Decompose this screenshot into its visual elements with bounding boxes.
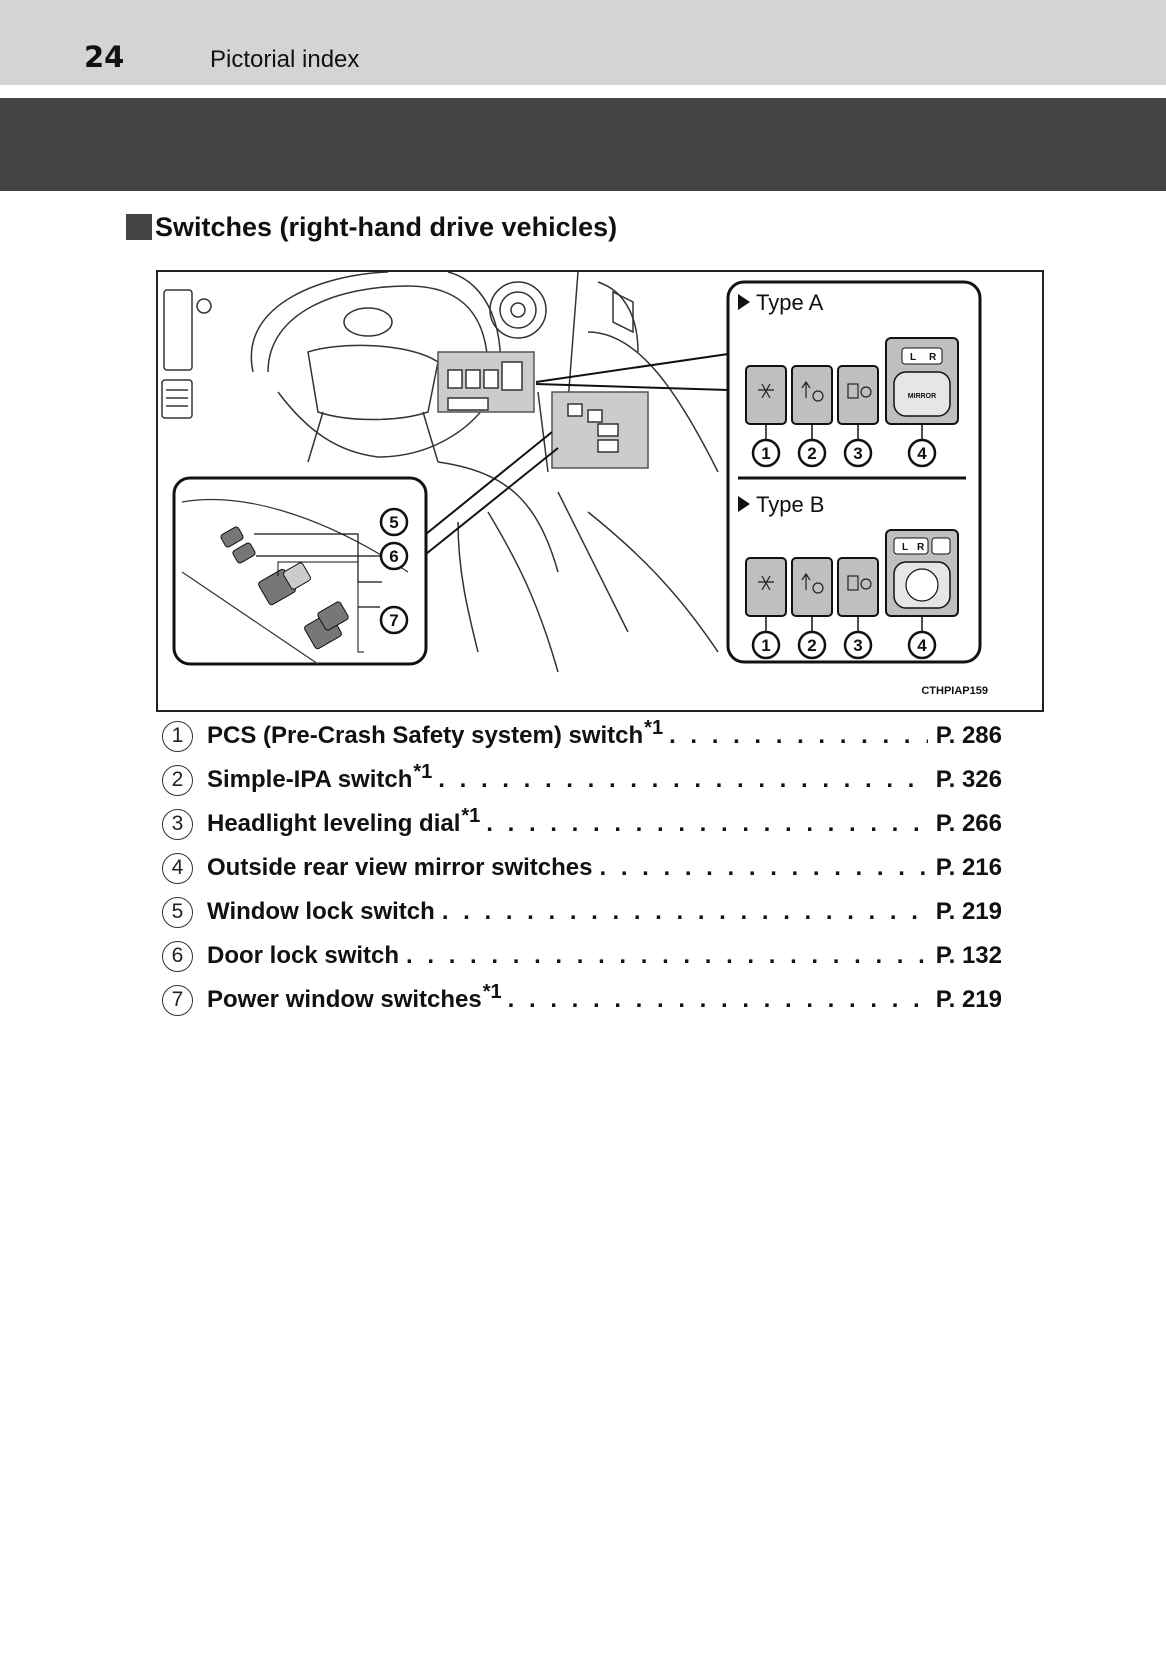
legend-num-6: 6 — [162, 940, 193, 972]
callout-b-3: 3 — [853, 636, 862, 655]
page-ref-2[interactable]: P. 326 — [935, 766, 1002, 793]
legend-num-5: 5 — [162, 896, 193, 928]
legend-label-1: PCS (Pre-Crash Safety system) switch*1 — [207, 717, 664, 749]
type-a-mirror-l: L — [910, 352, 916, 363]
header-bar — [0, 0, 1166, 85]
heading-square-icon — [126, 214, 152, 240]
callout-b-2: 2 — [807, 636, 816, 655]
page-ref-3[interactable]: P. 266 — [935, 810, 1002, 837]
callout-b-4: 4 — [917, 636, 927, 655]
illustration-svg: L R MIRROR L R — [161, 272, 988, 697]
legend-row-5: 5 Window lock switch . . . . . . . . . .… — [162, 890, 1002, 934]
legend-num-7: 7 — [162, 984, 193, 1016]
type-a-mirror-knob-label: MIRROR — [908, 393, 936, 400]
page-ref-5[interactable]: P. 219 — [935, 898, 1002, 925]
type-b-label: Type B — [756, 492, 824, 517]
switch-illustration: L R MIRROR L R — [156, 270, 1044, 712]
dot-leader: . . . . . . . . . . . . . . . . . . . . … — [438, 766, 927, 793]
type-b-mirror-l: L — [902, 542, 908, 553]
dot-leader: . . . . . . . . . . . . . . . . . . . . … — [669, 722, 928, 749]
dot-leader: . . . . . . . . . . . . . . . . . . . . … — [507, 986, 928, 1013]
legend-label-7: Power window switches*1 — [207, 981, 502, 1013]
callout-6: 6 — [389, 547, 398, 566]
callout-a-2: 2 — [807, 444, 816, 463]
legend-row-3: 3 Headlight leveling dial*1 . . . . . . … — [162, 802, 1002, 846]
dashboard-drawing — [161, 272, 719, 673]
type-b-switches — [745, 529, 959, 632]
callout-7: 7 — [389, 611, 398, 630]
page-ref-1[interactable]: P. 286 — [935, 722, 1002, 749]
legend-row-1: 1 PCS (Pre-Crash Safety system) switch*1… — [162, 714, 1002, 758]
dot-leader: . . . . . . . . . . . . . . . . . . . . … — [599, 854, 928, 881]
section-heading: Switches (right-hand drive vehicles) — [126, 210, 617, 244]
page-number: 24 — [84, 40, 125, 74]
dot-leader: . . . . . . . . . . . . . . . . . . . . … — [441, 898, 928, 925]
switch-legend: 1 PCS (Pre-Crash Safety system) switch*1… — [162, 714, 1002, 1022]
type-a-mirror-r: R — [929, 352, 937, 363]
dot-leader: . . . . . . . . . . . . . . . . . . . . … — [486, 810, 927, 837]
dot-leader: . . . . . . . . . . . . . . . . . . . . … — [406, 942, 928, 969]
legend-label-4: Outside rear view mirror switches — [207, 854, 593, 881]
door-switch-inset — [172, 476, 428, 666]
legend-label-6: Door lock switch — [207, 942, 400, 969]
heading-text: Switches (right-hand drive vehicles) — [155, 211, 618, 242]
page-ref-4[interactable]: P. 216 — [935, 854, 1002, 881]
callout-a-4: 4 — [917, 444, 927, 463]
legend-row-2: 2 Simple-IPA switch*1 . . . . . . . . . … — [162, 758, 1002, 802]
legend-row-6: 6 Door lock switch . . . . . . . . . . .… — [162, 934, 1002, 978]
type-b-mirror-r: R — [917, 542, 925, 553]
callout-5: 5 — [389, 513, 398, 532]
legend-num-2: 2 — [162, 764, 193, 796]
section-banner — [0, 98, 1166, 191]
type-a-switches — [745, 337, 959, 440]
callout-leaders — [425, 353, 729, 555]
callout-b-1: 1 — [761, 636, 770, 655]
callout-a-3: 3 — [853, 444, 862, 463]
page-ref-6[interactable]: P. 132 — [935, 942, 1002, 969]
legend-label-5: Window lock switch — [207, 898, 435, 925]
legend-num-1: 1 — [162, 720, 193, 752]
legend-num-4: 4 — [162, 852, 193, 884]
legend-row-4: 4 Outside rear view mirror switches . . … — [162, 846, 1002, 890]
callout-a-1: 1 — [761, 444, 770, 463]
page-ref-7[interactable]: P. 219 — [935, 986, 1002, 1013]
legend-label-2: Simple-IPA switch*1 — [207, 761, 433, 793]
section-name: Pictorial index — [210, 46, 360, 73]
image-code: CTHPIAP159 — [921, 685, 988, 697]
legend-row-7: 7 Power window switches*1 . . . . . . . … — [162, 978, 1002, 1022]
legend-num-3: 3 — [162, 808, 193, 840]
type-a-label: Type A — [756, 290, 824, 315]
legend-label-3: Headlight leveling dial*1 — [207, 805, 481, 837]
